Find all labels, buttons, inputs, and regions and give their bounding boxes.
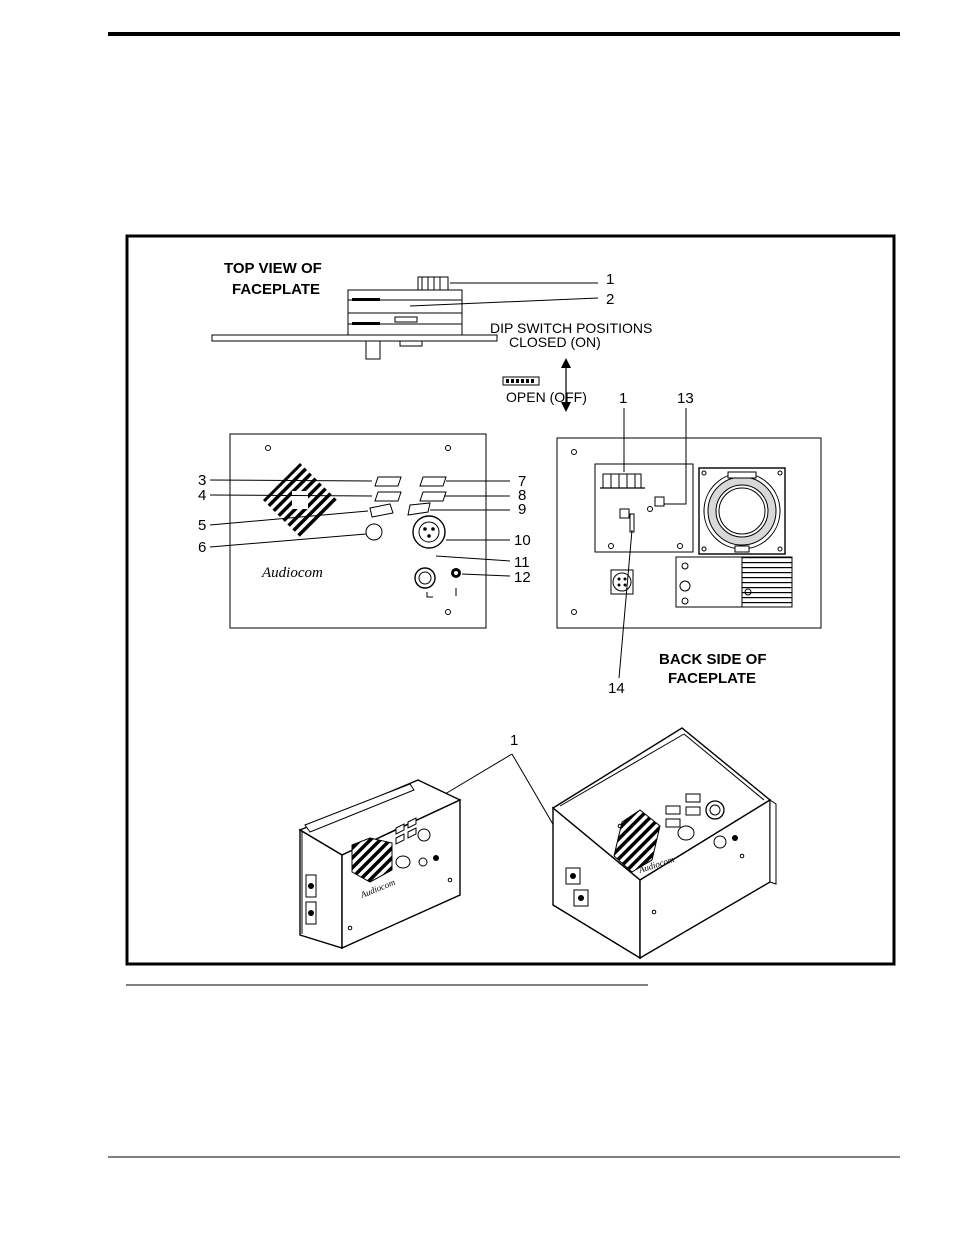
callout-4: 4: [198, 487, 206, 504]
back-side-title-line2: FACEPLATE: [668, 670, 756, 687]
volume-knob-icon: [415, 568, 435, 588]
callout-5: 5: [198, 517, 206, 534]
dip-switch-closed-label: CLOSED (ON): [509, 334, 601, 350]
callout-1-back: 1: [619, 390, 627, 407]
back-xlr-connector-icon: [611, 570, 633, 594]
back-side-title-line1: BACK SIDE OF: [659, 651, 767, 668]
back-faceplate: [557, 438, 821, 628]
desktop-unit: Audiocom: [553, 728, 776, 958]
callout-12: 12: [514, 569, 531, 586]
callout-6: 6: [198, 539, 206, 556]
heatsink-icon: [676, 557, 792, 607]
dip-switch-open-label: OPEN (OFF): [506, 389, 587, 405]
speaker-icon: [699, 468, 785, 554]
callout-13: 13: [677, 390, 694, 407]
xlr-connector-icon: [413, 516, 445, 548]
top-view-title-line1: TOP VIEW OF: [224, 260, 322, 277]
top-view-title-line2: FACEPLATE: [232, 281, 320, 298]
dip-switch-icon: [503, 377, 539, 385]
callout-1-bottom: 1: [510, 732, 518, 749]
callout-1-top: 1: [606, 271, 614, 288]
front-faceplate: Audiocom: [230, 434, 486, 628]
header-rule: [108, 32, 900, 36]
brand-logo-front: Audiocom: [261, 565, 323, 581]
wall-mount-unit: Audiocom: [300, 780, 460, 948]
callout-2: 2: [606, 291, 614, 308]
callout-10: 10: [514, 532, 531, 549]
callout-14: 14: [608, 680, 625, 697]
callout-9: 9: [518, 501, 526, 518]
